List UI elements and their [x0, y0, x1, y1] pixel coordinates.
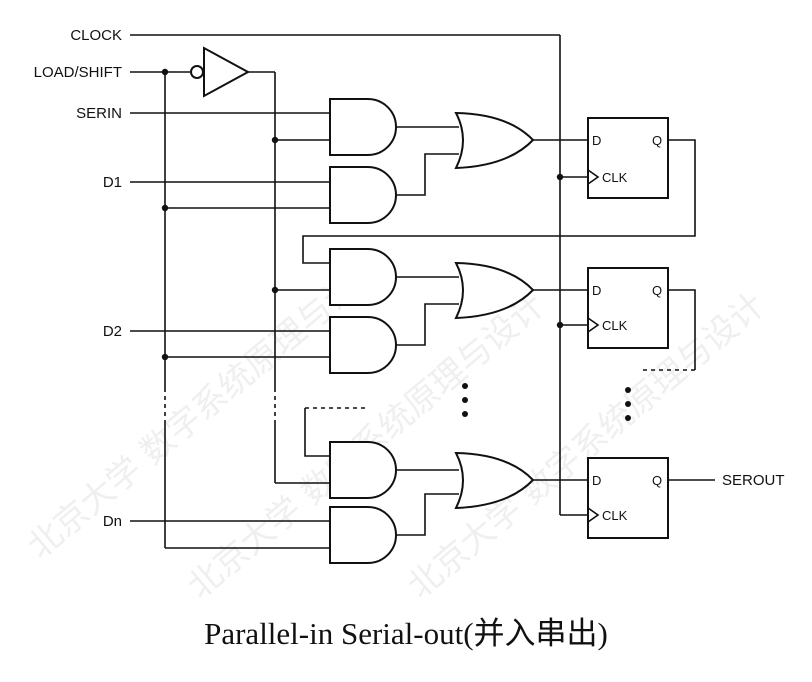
and-gate-na [329, 441, 397, 499]
label-serout: SEROUT [722, 472, 785, 489]
circuit-diagram: 北京大学 数字系统原理与设计 北京大学 数字系统原理与设计 北京大学 数字系统原… [20, 27, 785, 600]
ellipsis-dots [462, 383, 631, 421]
and-gate-2a [329, 248, 397, 306]
flip-flop-n: D Q CLK [587, 457, 669, 539]
pin-q: Q [652, 283, 662, 298]
label-load-shift: LOAD/SHIFT [34, 64, 122, 81]
pin-clk: CLK [602, 318, 628, 333]
or-gate-1 [454, 111, 535, 170]
and-gate-1b [329, 166, 397, 224]
pin-q: Q [652, 133, 662, 148]
figure-caption: Parallel-in Serial-out(并入串出) [204, 616, 608, 651]
inverted-load-shift-line [248, 71, 330, 484]
q1-feedback-wire [302, 139, 696, 264]
and-gate-1a [329, 98, 397, 156]
label-d2: D2 [103, 323, 122, 340]
pin-d: D [592, 133, 601, 148]
inverter-gate [190, 46, 251, 98]
pin-d: D [592, 283, 601, 298]
load-shift-line [130, 68, 330, 549]
or-gate-n [454, 451, 535, 510]
or-gate-2 [454, 261, 535, 320]
and-gate-nb [329, 506, 397, 564]
label-serin: SERIN [76, 105, 122, 122]
label-clock: CLOCK [70, 27, 122, 44]
flip-flop-2: D Q CLK [587, 267, 669, 349]
clock-line [130, 34, 588, 516]
pin-d: D [592, 473, 601, 488]
label-d1: D1 [103, 174, 122, 191]
pin-clk: CLK [602, 508, 628, 523]
flip-flop-1: D Q CLK [587, 117, 669, 199]
q2-wire [668, 289, 696, 370]
watermark-text: 北京大学 数字系统原理与设计 [400, 285, 773, 600]
pin-q: Q [652, 473, 662, 488]
pin-clk: CLK [602, 170, 628, 185]
label-dn: Dn [103, 513, 122, 530]
and-gate-2b [329, 316, 397, 374]
